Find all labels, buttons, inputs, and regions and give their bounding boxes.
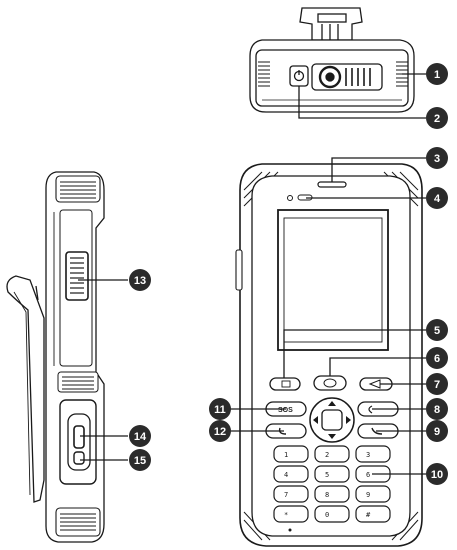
key-label: 5 xyxy=(325,471,329,479)
callout-5: 5 xyxy=(426,319,448,341)
callouts: 1 2 3 4 5 6 7 8 9 10 11 12 13 14 15 xyxy=(129,63,448,485)
side-bottom-bumper xyxy=(55,507,101,537)
keypad-key xyxy=(314,505,350,523)
keypad-key xyxy=(355,485,391,503)
side-view xyxy=(6,171,105,543)
audio-jack xyxy=(73,451,85,465)
callout-6: 6 xyxy=(426,347,448,369)
keypad-key xyxy=(273,445,309,463)
callout-number: 8 xyxy=(434,404,440,416)
power-button xyxy=(289,65,309,87)
callout-15: 15 xyxy=(129,449,151,471)
key-label: 8 xyxy=(325,491,329,499)
side-mid-grille xyxy=(57,371,99,393)
key-label: 1 xyxy=(284,451,288,459)
callout-14: 14 xyxy=(129,425,151,447)
keypad-key xyxy=(314,485,350,503)
key-label: 0 xyxy=(325,511,329,519)
earpiece xyxy=(317,181,347,188)
key-label: 2 xyxy=(325,451,329,459)
keypad-key xyxy=(273,505,309,523)
key-label: 6 xyxy=(366,471,370,479)
top-view xyxy=(249,7,415,113)
keypad-key xyxy=(314,465,350,483)
keypad-key xyxy=(273,485,309,503)
callout-9: 9 xyxy=(426,420,448,442)
keypad-key xyxy=(355,505,391,523)
callout-13: 13 xyxy=(129,269,151,291)
callout-number: 12 xyxy=(214,426,226,438)
callout-4: 4 xyxy=(426,187,448,209)
side-top-bumper xyxy=(55,175,101,203)
callout-number: 1 xyxy=(434,69,440,81)
callout-number: 4 xyxy=(434,193,441,205)
key-label: 4 xyxy=(284,471,288,479)
keypad-key xyxy=(355,445,391,463)
key-label: * xyxy=(284,511,288,519)
callout-number: 9 xyxy=(434,426,440,438)
top-view-grille-left xyxy=(258,61,270,87)
keypad-labels: 1 2 3 4 5 6 7 8 9 * 0 # xyxy=(284,451,371,519)
top-view-clip-slot xyxy=(317,13,347,23)
callout-10: 10 xyxy=(426,463,448,485)
callout-number: 10 xyxy=(431,469,443,481)
callout-number: 11 xyxy=(214,404,226,416)
leader-lines xyxy=(78,73,426,475)
callout-12: 12 xyxy=(209,420,231,442)
sos-label: SOS xyxy=(278,407,293,414)
key-label: 7 xyxy=(284,491,288,499)
keypad-key xyxy=(273,465,309,483)
front-sensor xyxy=(287,195,293,201)
callout-3: 3 xyxy=(426,147,448,169)
key-label: # xyxy=(366,511,371,519)
callout-8: 8 xyxy=(426,398,448,420)
callout-2: 2 xyxy=(426,107,448,129)
callout-number: 2 xyxy=(434,113,440,125)
usb-port xyxy=(73,425,85,449)
callout-number: 3 xyxy=(434,153,440,165)
callout-number: 7 xyxy=(434,379,440,391)
callout-number: 6 xyxy=(434,353,440,365)
callout-number: 14 xyxy=(134,431,147,443)
key-label: 9 xyxy=(366,491,370,499)
callout-number: 5 xyxy=(434,325,440,337)
front-view: SOS xyxy=(235,163,423,547)
nav-pad xyxy=(309,397,355,443)
keypad-key xyxy=(314,445,350,463)
top-view-clip xyxy=(299,7,363,41)
belt-clip xyxy=(6,275,45,503)
callout-number: 13 xyxy=(134,275,146,287)
callout-number: 15 xyxy=(134,455,146,467)
numeric-keypad xyxy=(273,445,391,523)
key-label: 3 xyxy=(366,451,370,459)
callout-7: 7 xyxy=(426,373,448,395)
callout-1: 1 xyxy=(426,63,448,85)
top-view-grille-right xyxy=(396,61,408,87)
callout-11: 11 xyxy=(209,398,231,420)
